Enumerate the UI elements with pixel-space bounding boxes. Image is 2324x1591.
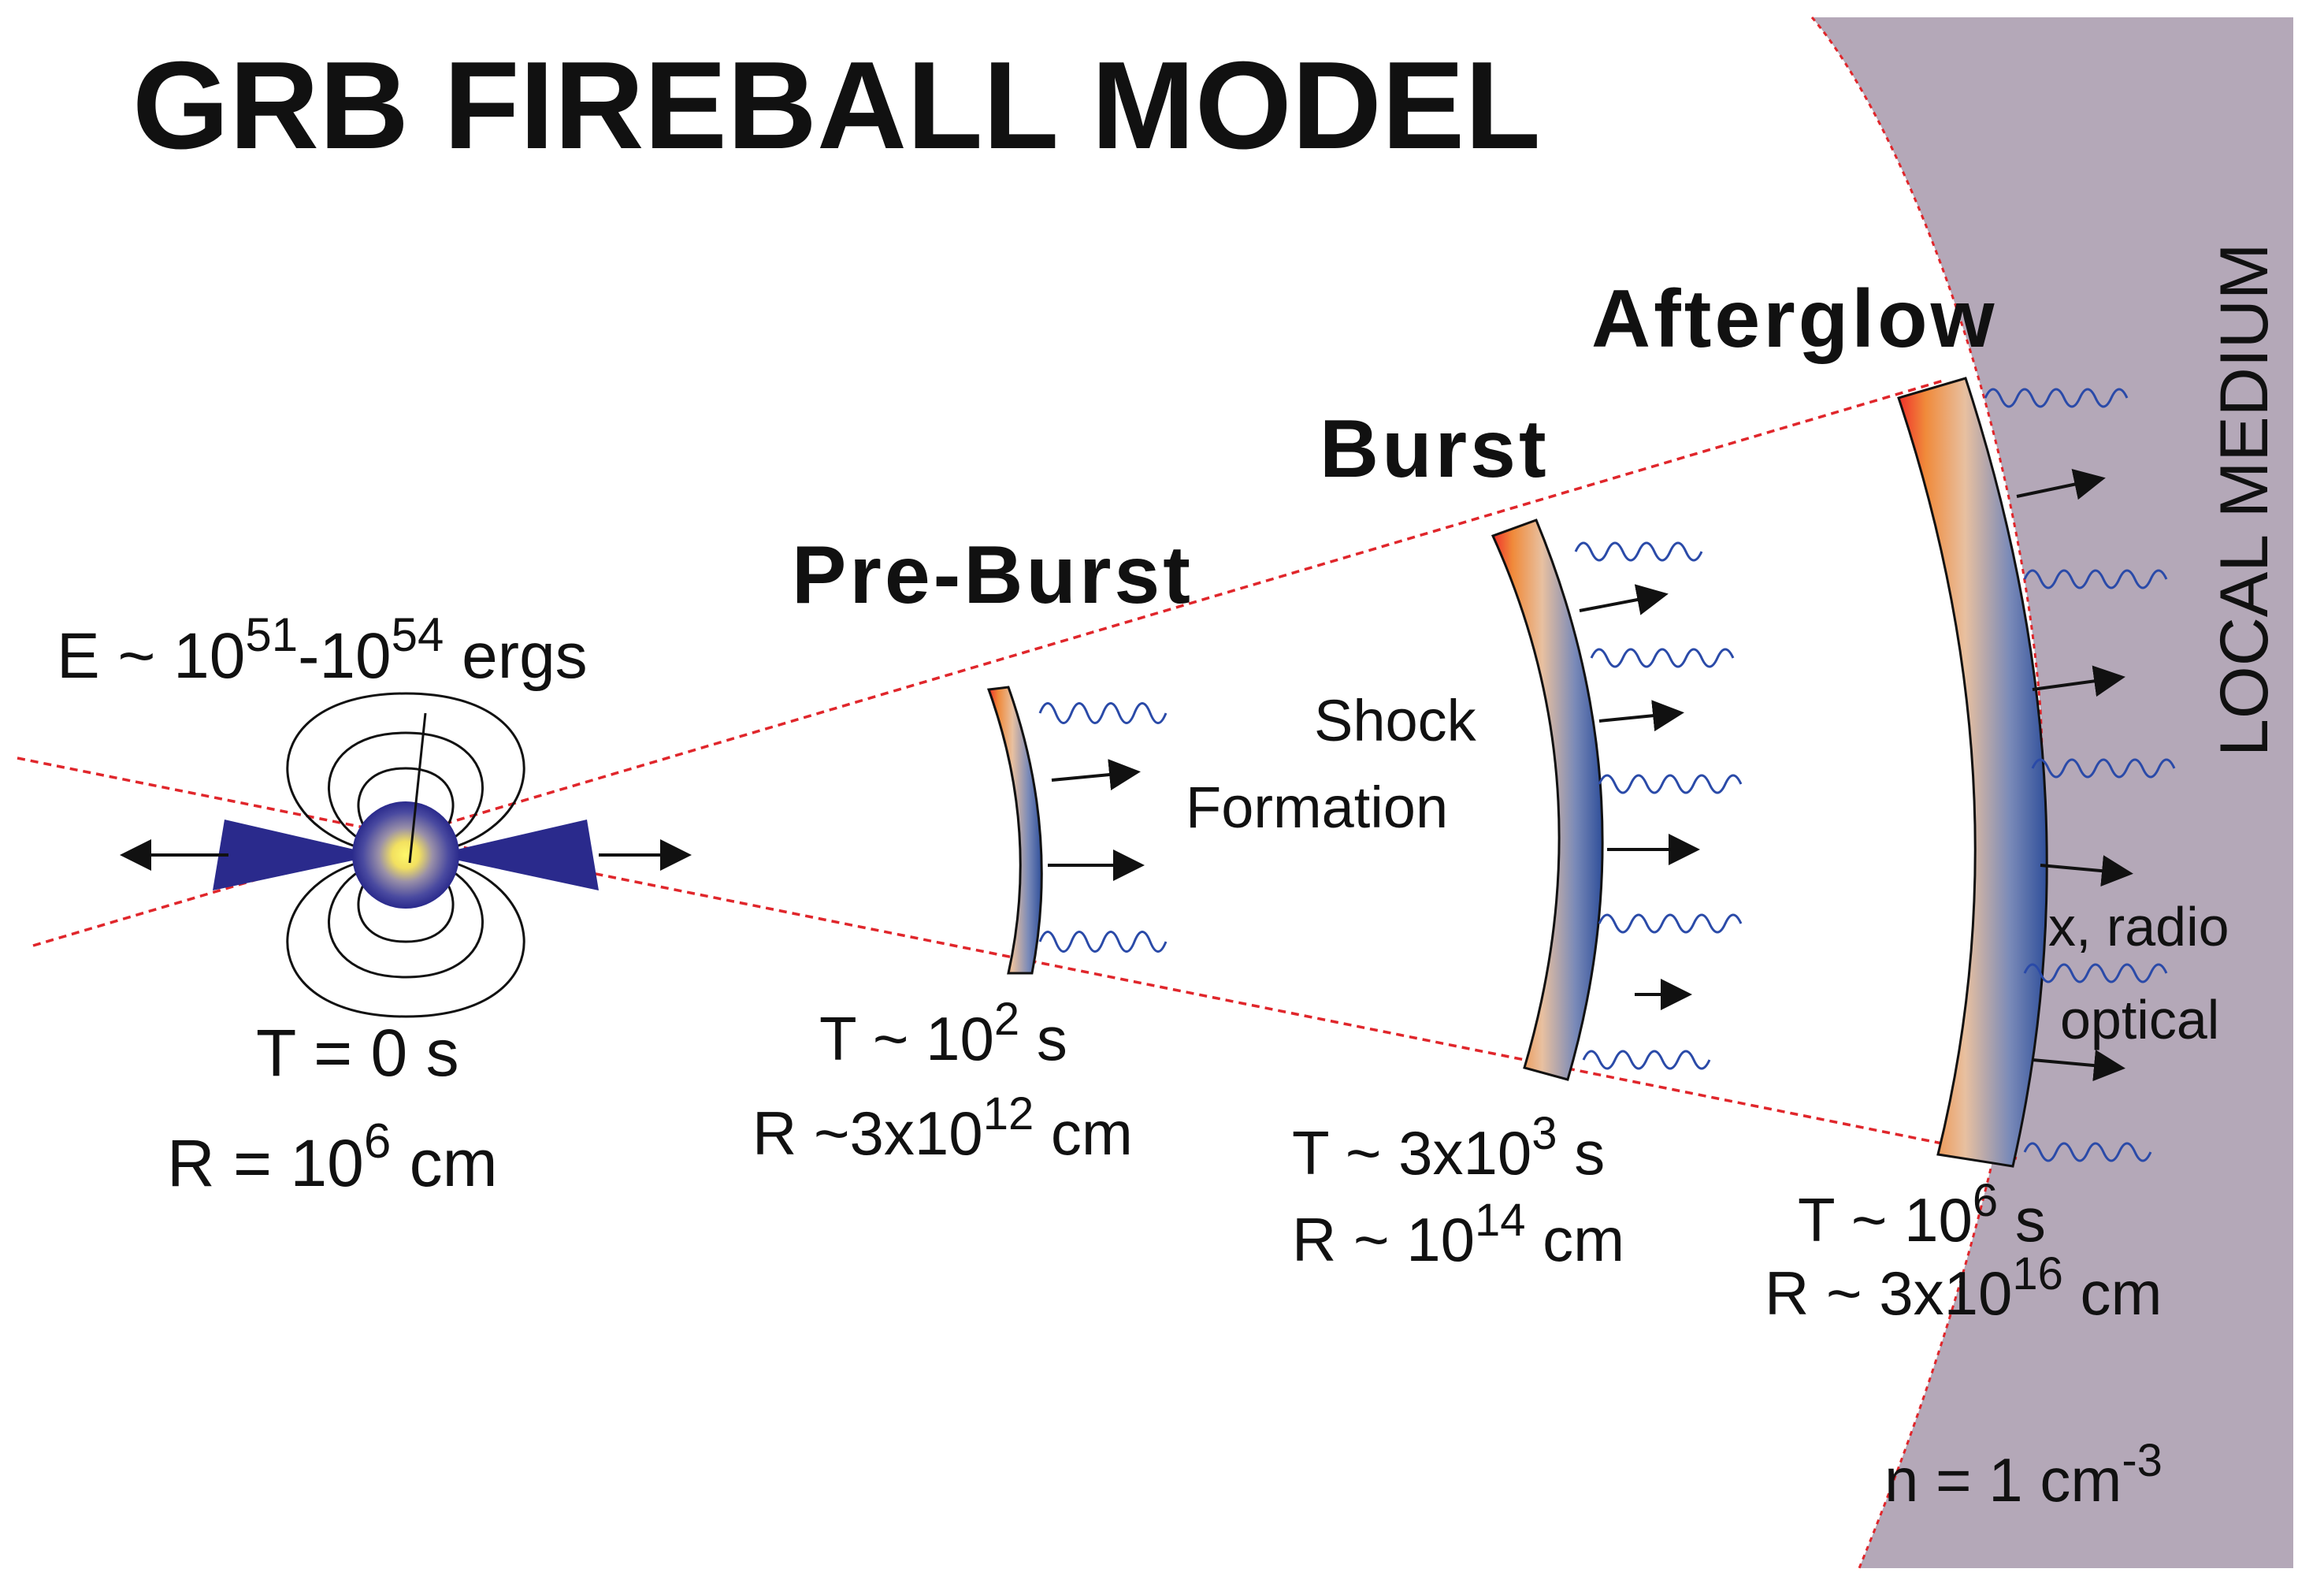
wave bbox=[2023, 1142, 2152, 1162]
epoch-1-time: T ~ 102 s bbox=[819, 994, 1067, 1073]
energy-exp-min: 51 bbox=[245, 608, 298, 661]
energy-exp-max: 54 bbox=[392, 608, 444, 661]
local-medium-label: LOCAL MEDIUM bbox=[2207, 243, 2282, 756]
cone-upper-line bbox=[32, 378, 1947, 947]
shell-arrow bbox=[1598, 700, 1684, 732]
epoch-1-radius: R ~3x1012 cm bbox=[752, 1088, 1133, 1168]
stage-label-burst: Burst bbox=[1320, 403, 1550, 495]
wave bbox=[1598, 774, 1743, 794]
formation-label: Formation bbox=[1186, 775, 1448, 840]
energy-prefix: E ~ 10 bbox=[57, 620, 245, 692]
energy-suffix: ergs bbox=[444, 620, 587, 692]
energy-pointer-line bbox=[408, 712, 427, 864]
diagram-title: GRB FIREBALL MODEL bbox=[132, 36, 1541, 175]
wave bbox=[2023, 963, 2168, 983]
jet-right bbox=[433, 820, 599, 890]
shell-arrow bbox=[1051, 759, 1141, 790]
wave bbox=[1984, 388, 2129, 408]
shell-arrow bbox=[2016, 468, 2106, 500]
emission-label-optical: optical bbox=[2060, 989, 2219, 1050]
epoch-3-radius: R ~ 3x1016 cm bbox=[1765, 1248, 2163, 1328]
epoch-0-radius: R = 106 cm bbox=[167, 1114, 498, 1200]
epoch-2-radius: R ~ 1014 cm bbox=[1292, 1195, 1624, 1274]
wave bbox=[1038, 702, 1168, 724]
epoch-3-time: T ~ 106 s bbox=[1798, 1175, 2046, 1255]
pre-burst-emission bbox=[1038, 702, 1168, 953]
wave bbox=[2031, 758, 2176, 779]
density-label: n = 1 cm-3 bbox=[1884, 1435, 2163, 1515]
shell-arrow bbox=[2040, 855, 2133, 887]
wave bbox=[1582, 1050, 1711, 1070]
epoch-2-time: T ~ 3x103 s bbox=[1292, 1108, 1605, 1188]
shell-arrow bbox=[1579, 584, 1669, 615]
wave bbox=[2023, 569, 2168, 589]
local-medium-region bbox=[1812, 17, 2294, 1568]
wave bbox=[1590, 648, 1735, 668]
stage-label-afterglow: Afterglow bbox=[1591, 273, 1998, 365]
burst-emission bbox=[1574, 541, 1743, 1070]
shell-arrow bbox=[2032, 665, 2125, 697]
emission-label-xray-radio: x, radio bbox=[2048, 896, 2229, 957]
wave bbox=[1574, 541, 1703, 562]
afterglow-emission bbox=[1984, 388, 2176, 1162]
shell-pre-burst bbox=[986, 686, 1043, 975]
shell-arrow bbox=[2032, 1050, 2125, 1082]
shell-afterglow bbox=[1897, 377, 2048, 1168]
shock-label: Shock bbox=[1314, 688, 1477, 753]
wave bbox=[1038, 931, 1168, 953]
shell-burst bbox=[1491, 519, 1604, 1081]
stage-label-pre-burst: Pre-Burst bbox=[792, 530, 1194, 621]
energy-mid: -10 bbox=[298, 620, 392, 692]
jet-left bbox=[213, 820, 378, 890]
local-medium-boundary bbox=[1810, 17, 2044, 1569]
wave bbox=[1598, 913, 1743, 934]
epoch-0-time: T = 0 s bbox=[256, 1016, 459, 1090]
energy-label: E ~ 1051-1054 ergs bbox=[57, 608, 588, 692]
fireball-core bbox=[352, 801, 459, 909]
